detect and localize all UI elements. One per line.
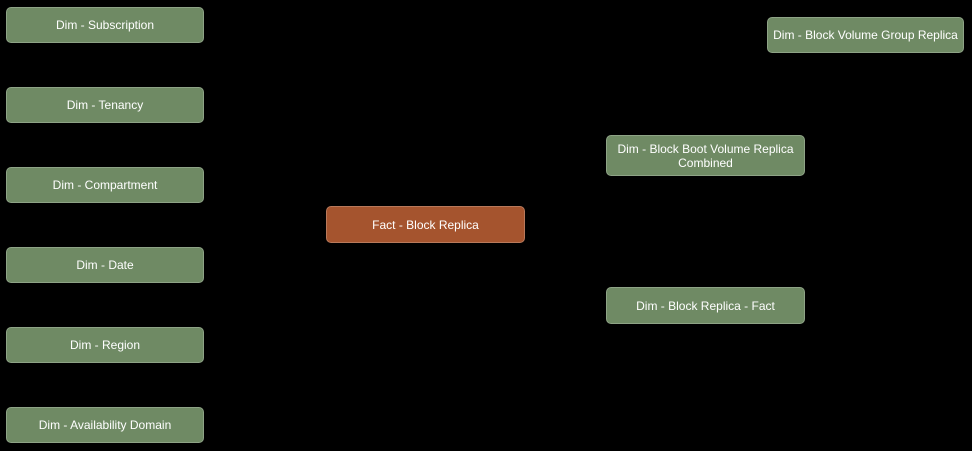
node-dim-compartment[interactable]: Dim - Compartment — [6, 167, 204, 203]
node-dim-block-boot-volume-replica-combined[interactable]: Dim - Block Boot Volume Replica Combined — [606, 135, 805, 176]
node-dim-region[interactable]: Dim - Region — [6, 327, 204, 363]
node-fact-block-replica[interactable]: Fact - Block Replica — [326, 206, 525, 243]
node-dim-block-volume-group-replica[interactable]: Dim - Block Volume Group Replica — [767, 17, 964, 53]
node-dim-date[interactable]: Dim - Date — [6, 247, 204, 283]
node-dim-block-replica-fact[interactable]: Dim - Block Replica - Fact — [606, 287, 805, 324]
node-dim-availability-domain[interactable]: Dim - Availability Domain — [6, 407, 204, 443]
node-dim-tenancy[interactable]: Dim - Tenancy — [6, 87, 204, 123]
node-dim-subscription[interactable]: Dim - Subscription — [6, 7, 204, 43]
